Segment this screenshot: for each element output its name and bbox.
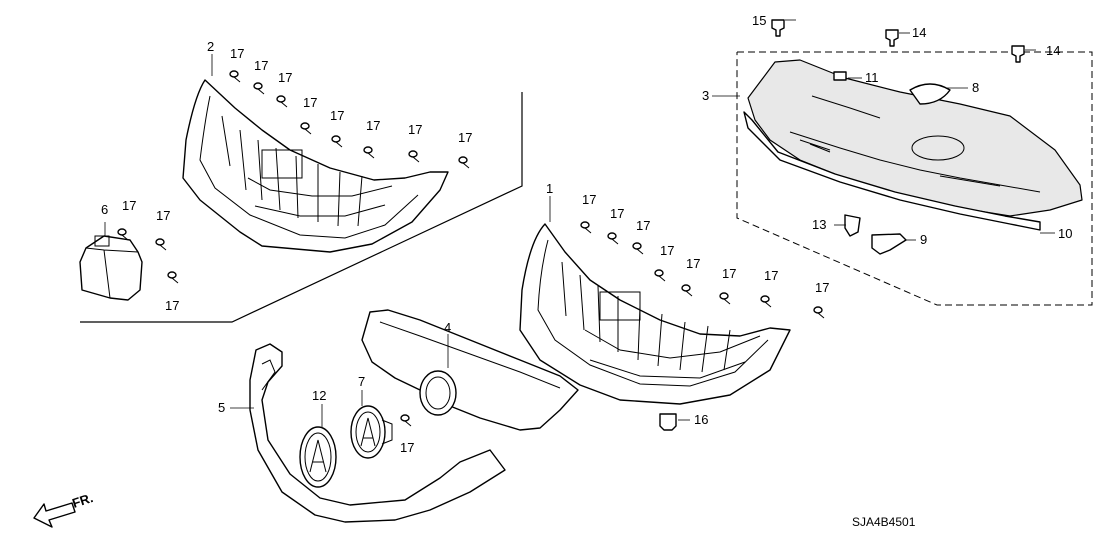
callout-15: 15	[752, 13, 766, 28]
callout-17: 17	[330, 108, 344, 123]
callout-14: 14	[912, 25, 926, 40]
callout-4: 4	[444, 320, 451, 335]
bracket-part	[79, 235, 143, 301]
callout-17: 17	[582, 192, 596, 207]
callout-17: 17	[165, 298, 179, 313]
callout-17: 17	[230, 46, 244, 61]
clip-icon	[659, 19, 1025, 431]
callout-leaders	[104, 19, 1055, 428]
callout-5: 5	[218, 400, 225, 415]
upper-cover-panel	[747, 59, 1083, 217]
callout-17: 17	[458, 130, 472, 145]
callout-10: 10	[1058, 226, 1072, 241]
callout-17: 17	[408, 122, 422, 137]
callout-6: 6	[101, 202, 108, 217]
callout-17: 17	[815, 280, 829, 295]
lower-seal-strip	[743, 111, 1041, 231]
upper-right-panel-frame	[736, 51, 1093, 306]
diagram-code: SJA4B4501	[852, 515, 916, 529]
direction-label: FR.	[70, 490, 95, 511]
callout-17: 17	[636, 218, 650, 233]
trim-strip	[249, 343, 506, 523]
callout-17: 17	[686, 256, 700, 271]
front-direction-arrow: FR.	[33, 490, 95, 528]
callout-17: 17	[764, 268, 778, 283]
callout-17: 17	[303, 95, 317, 110]
callout-17: 17	[400, 440, 414, 455]
callout-13: 13	[812, 217, 826, 232]
callout-17: 17	[366, 118, 380, 133]
emblem-large	[299, 426, 337, 488]
callout-17: 17	[156, 208, 170, 223]
callout-16: 16	[694, 412, 708, 427]
callout-1: 1	[546, 181, 553, 196]
upper-left-panel-frame	[80, 92, 523, 323]
upper-grille-frame	[182, 79, 449, 253]
callout-labels: 1 2 3 4 5 6 7 8 9 10 11 12 13 14 14 15 1…	[101, 13, 1072, 455]
callout-17: 17	[722, 266, 736, 281]
lower-grille-frame	[519, 223, 791, 405]
callout-17: 17	[278, 70, 292, 85]
callout-17: 17	[122, 198, 136, 213]
screw-icon	[117, 70, 825, 427]
garnish-moulding	[361, 309, 579, 431]
emblem-small	[350, 405, 393, 459]
callout-17: 17	[660, 243, 674, 258]
callout-2: 2	[207, 39, 214, 54]
callout-17: 17	[254, 58, 268, 73]
callout-3: 3	[702, 88, 709, 103]
callout-14: 14	[1046, 43, 1060, 58]
callout-8: 8	[972, 80, 979, 95]
callout-12: 12	[312, 388, 326, 403]
callout-11: 11	[865, 70, 879, 85]
callout-9: 9	[920, 232, 927, 247]
callout-7: 7	[358, 374, 365, 389]
callout-17: 17	[610, 206, 624, 221]
